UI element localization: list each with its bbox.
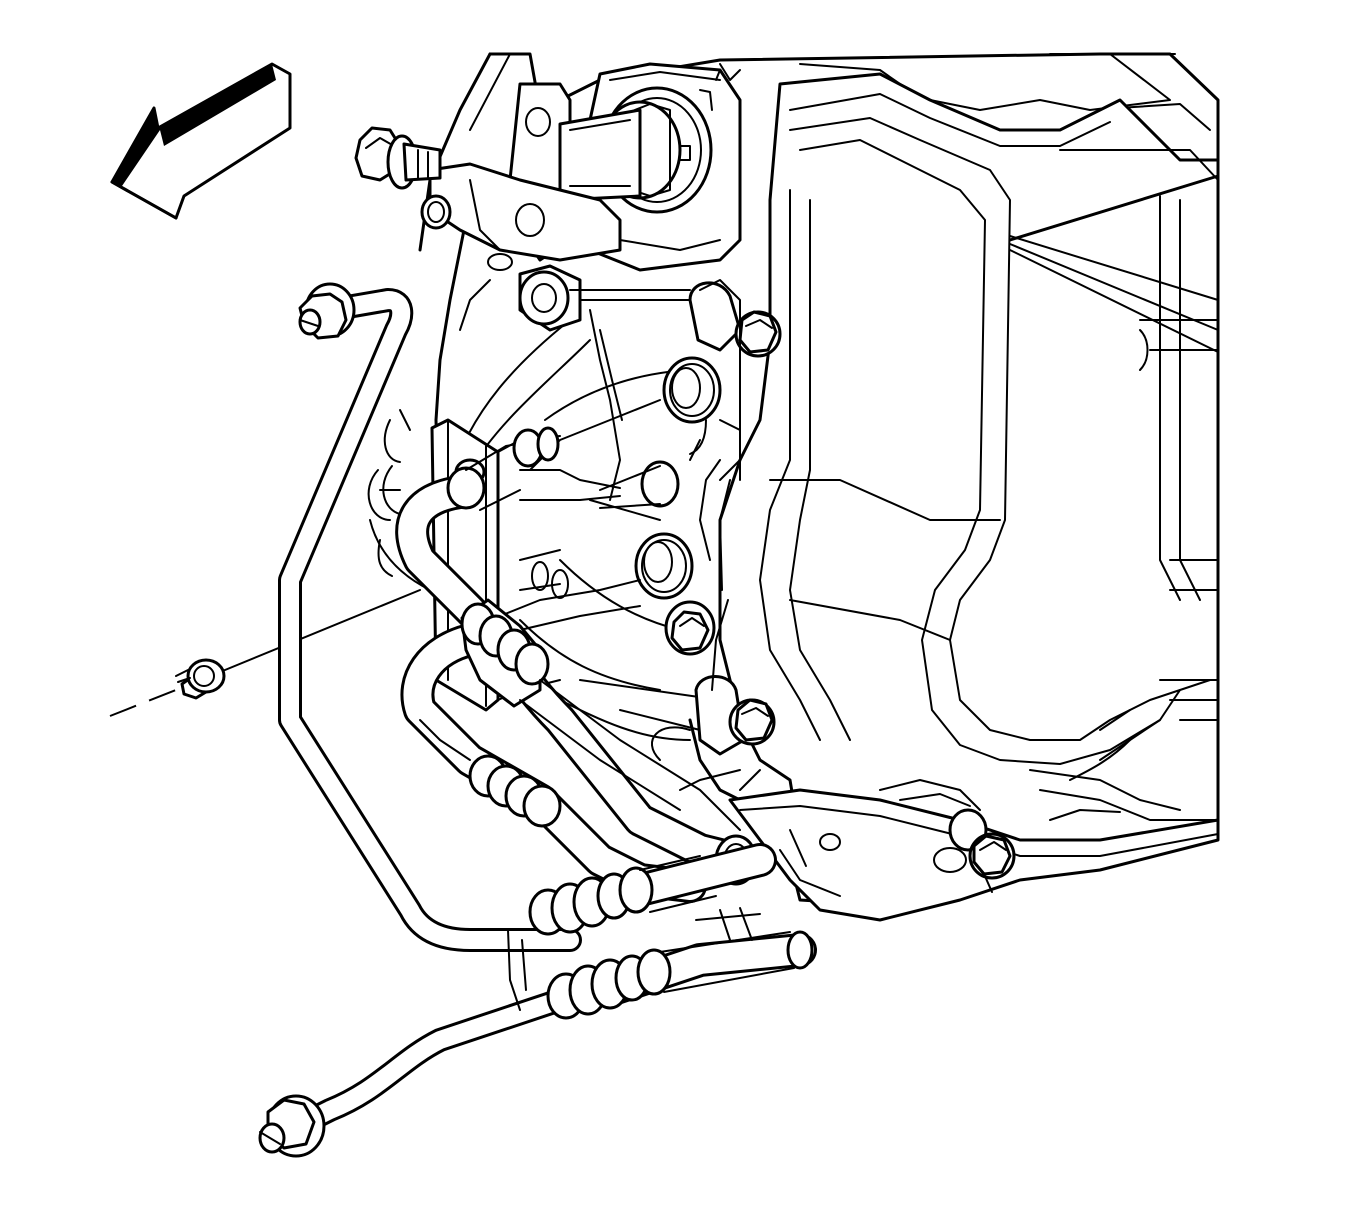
bolt-lower-right (694, 675, 776, 756)
lower-cooler-line (258, 929, 572, 1158)
bolt-pan-lower (948, 808, 1016, 893)
upper-cooler-line (278, 282, 582, 952)
mount-boss-upper (662, 356, 722, 424)
hose-fitting-upper (460, 598, 741, 831)
quick-connect-lower (546, 907, 817, 1020)
bolt-upper-right (688, 281, 782, 358)
bracket-bolt (109, 589, 421, 717)
bolt-mid-right (664, 600, 716, 656)
mount-boss-lower (634, 532, 694, 600)
bolt-top-left (354, 126, 442, 190)
arrow-front-icon (110, 62, 292, 220)
transmission-housing (354, 52, 1220, 922)
quick-connect-upper (528, 843, 777, 936)
hose-fitting-lower (419, 719, 562, 828)
